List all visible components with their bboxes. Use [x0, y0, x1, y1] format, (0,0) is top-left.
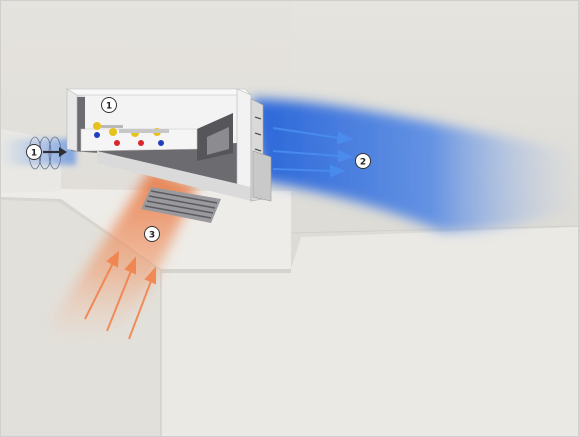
- marker-blue-airflow-label: 2: [360, 158, 366, 168]
- marker-unit-top-label: 1: [106, 102, 112, 112]
- manifold-pipe: [119, 129, 169, 133]
- outlet-plenum: [253, 151, 271, 201]
- marker-orange-airflow: 3: [145, 227, 160, 242]
- unit-top-rim: [67, 89, 251, 95]
- marker-orange-airflow-label: 3: [149, 231, 155, 241]
- marker-unit-top: 1: [102, 98, 117, 113]
- marker-inlet-left: 1: [27, 145, 42, 160]
- marker-inlet-left-label: 1: [31, 149, 37, 159]
- unit-left-wall: [67, 89, 77, 151]
- marker-blue-airflow: 2: [356, 154, 371, 169]
- unit-right-wall: [237, 89, 251, 201]
- soffit-edge-front: [161, 269, 291, 273]
